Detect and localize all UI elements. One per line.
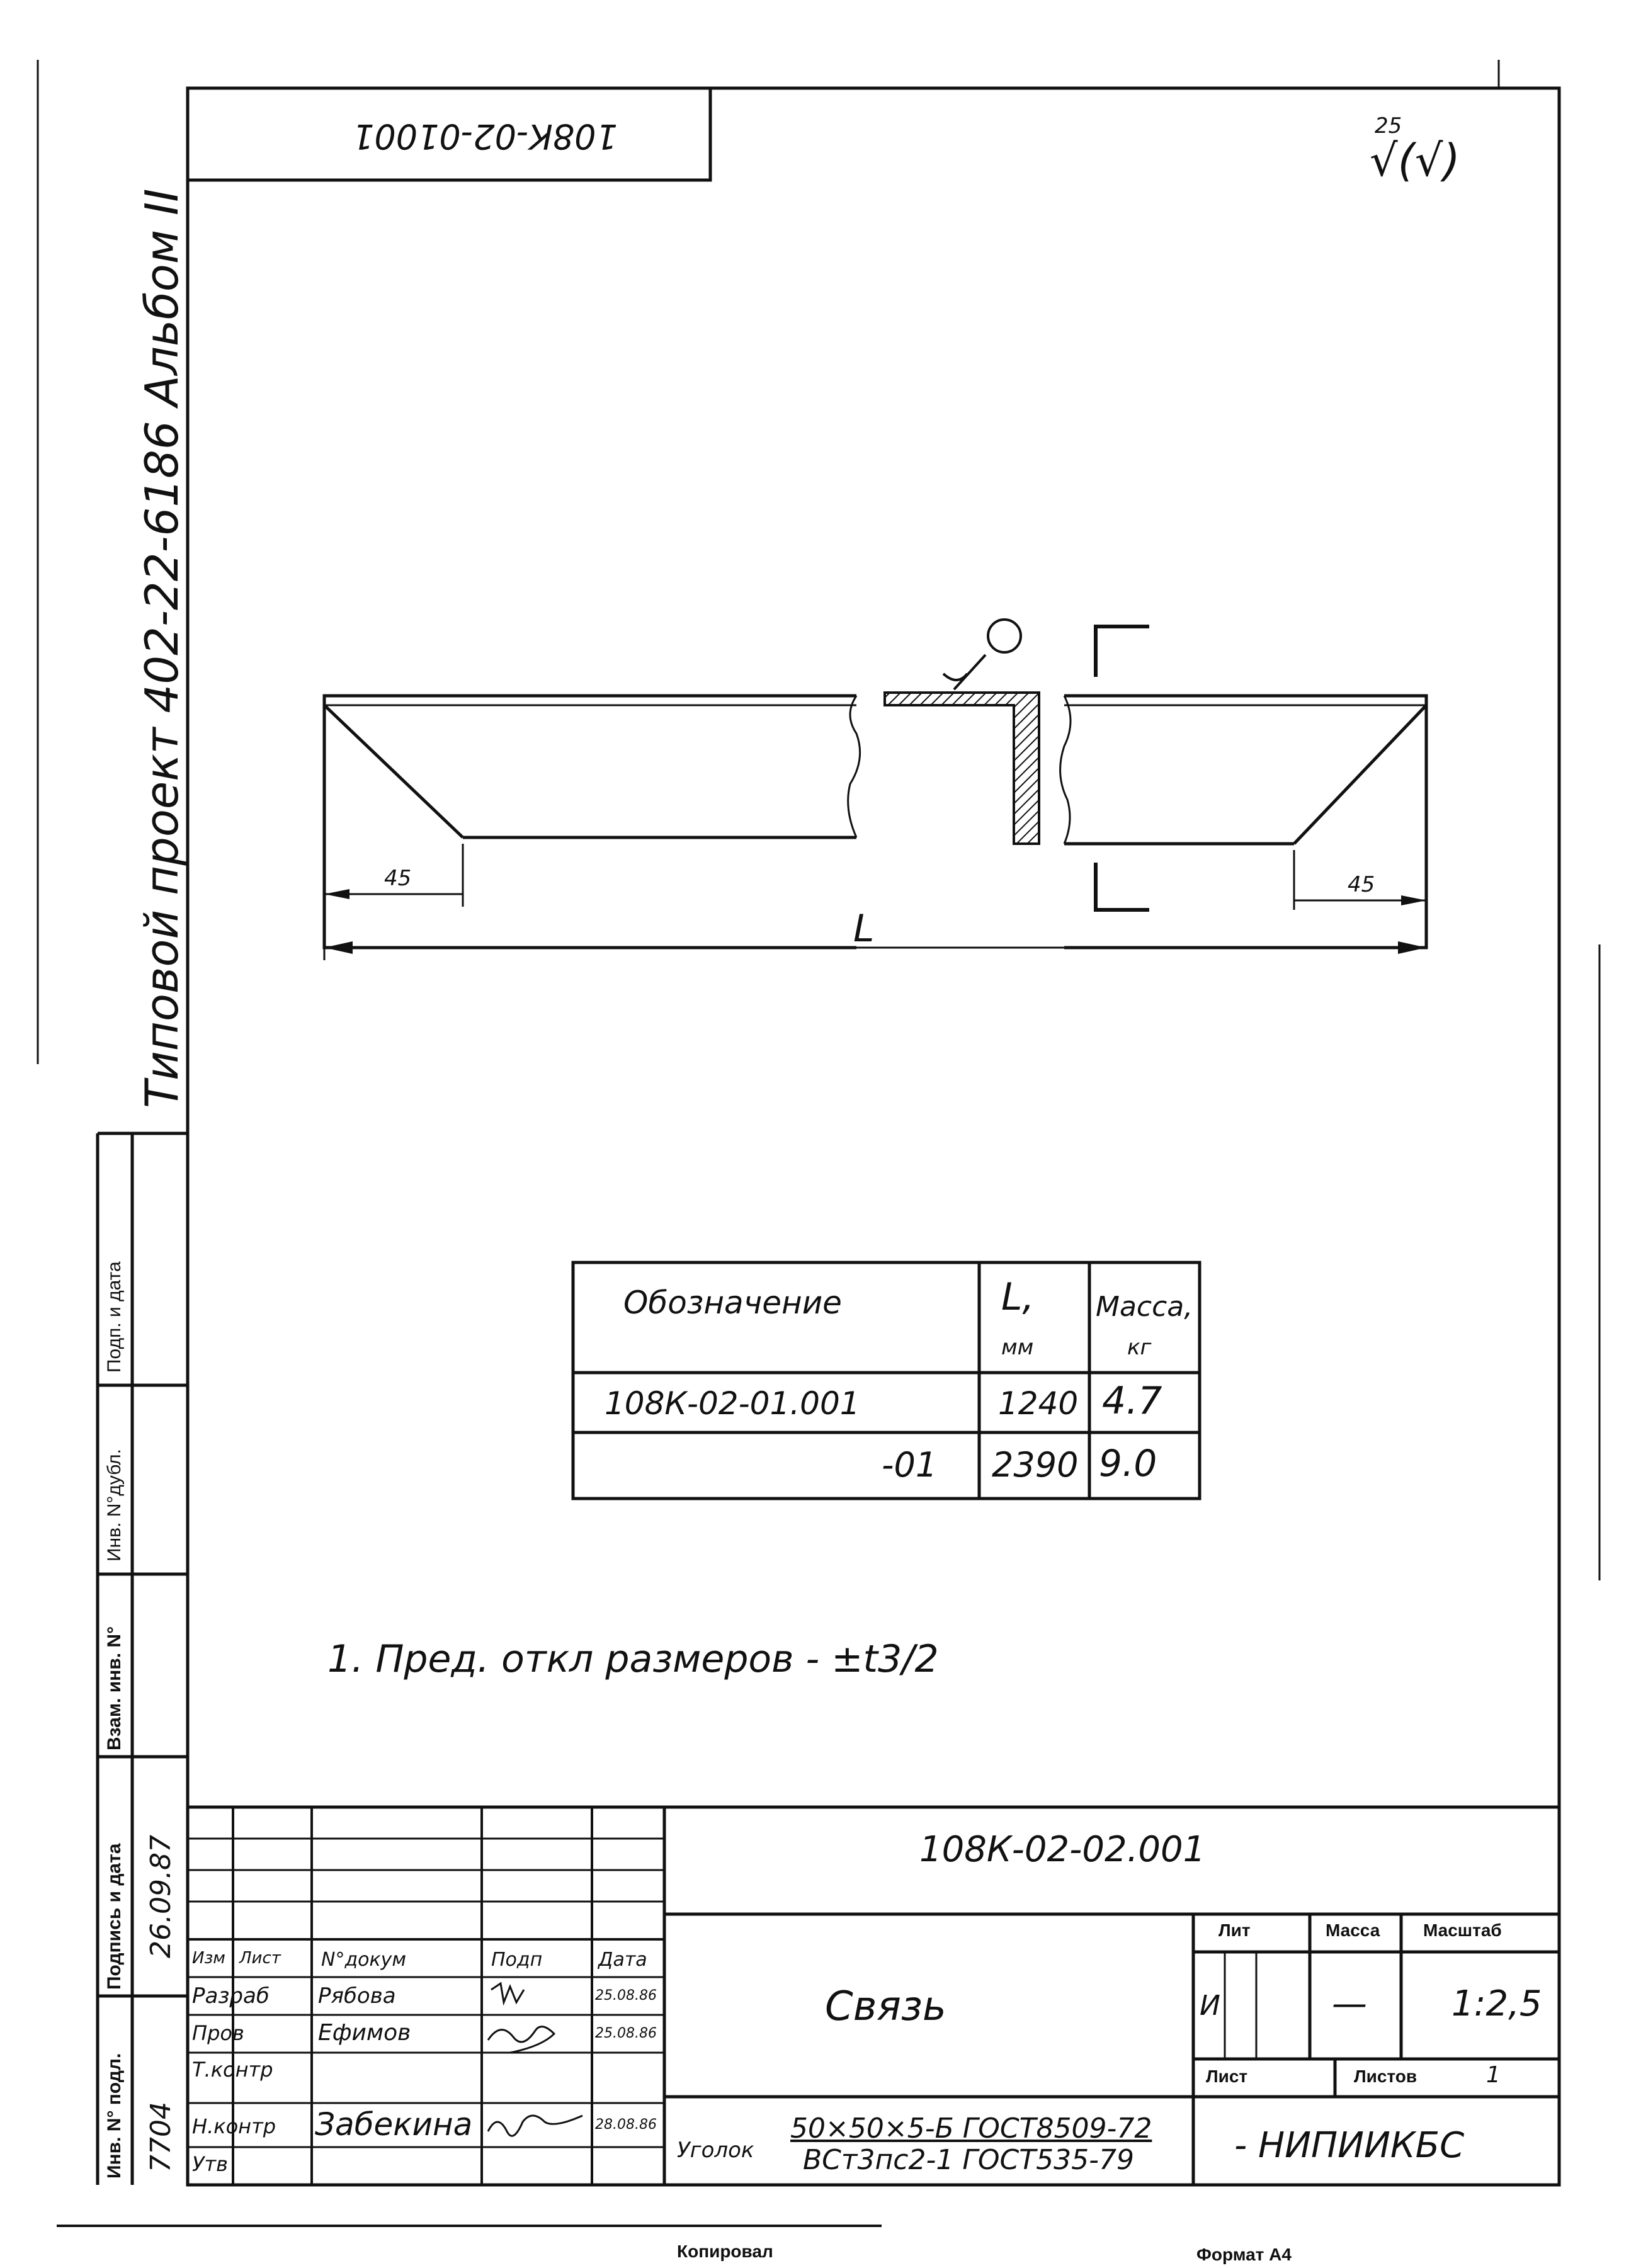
sig-header-izm: Изм	[192, 1949, 225, 1968]
organization: - НИПИИКБС	[1234, 2125, 1465, 2166]
lit-value: И	[1200, 1990, 1220, 2022]
dim-right: 45	[1348, 872, 1375, 897]
sig-header-list: Лист	[239, 1949, 281, 1968]
doc-number: 108К-02-02.001	[919, 1829, 1206, 1870]
table-row-1-designation: 108К-02-01.001	[605, 1385, 860, 1422]
sheet-frame	[186, 86, 1561, 2187]
sig-row-2-role: Пров	[192, 2021, 244, 2045]
material-line-2: ВСт3пс2-1 ГОСТ535-79	[803, 2144, 1134, 2176]
table-header-length: L,	[1001, 1275, 1035, 1319]
roughness-value: 25	[1375, 113, 1402, 139]
material-line-1: 50×50×5-Б ГОСТ8509-72	[790, 2112, 1152, 2145]
sig-row-3-role: Т.контр	[192, 2058, 273, 2082]
side-label-inv-podl: Инв. N° подл.	[104, 2053, 125, 2179]
header-sheet: Лист	[1206, 2067, 1248, 2086]
side-inv-number: 7704	[145, 2102, 177, 2172]
sig-row-2-name: Ефимов	[318, 2020, 411, 2046]
header-masshtab: Масштаб	[1423, 1920, 1502, 1940]
dim-length: L	[853, 907, 875, 951]
material-prefix: Уголок	[677, 2138, 754, 2163]
sig-row-2-date: 25.08.86	[595, 2026, 657, 2041]
table-row-1-length: 1240	[998, 1385, 1079, 1422]
surface-roughness: 25 √(√)	[1370, 113, 1514, 183]
header-lit: Лит	[1218, 1920, 1251, 1940]
footer-copied: Копировал	[677, 2242, 773, 2261]
side-label-inv-dubl: Инв. N°дубл.	[104, 1449, 125, 1562]
sig-row-1-name: Рябова	[318, 1983, 396, 2009]
table-header-designation: Обозначение	[623, 1284, 842, 1321]
table-header-mass: Масса,	[1096, 1291, 1193, 1323]
sig-header-data: Дата	[598, 1949, 647, 1971]
table-header-length-unit: мм	[1001, 1335, 1034, 1360]
mass-value: —	[1332, 1983, 1367, 2024]
side-label-podp-data: Подп. и дата	[104, 1261, 125, 1373]
spec-table-frame	[571, 1261, 1201, 1500]
sig-row-1-role: Разраб	[192, 1983, 270, 2009]
tolerance-note: 1. Пред. откл размеров - ±t3/2	[327, 1637, 939, 1681]
header-sheets: Листов	[1354, 2067, 1417, 2086]
roughness-symbol: √(√)	[1370, 135, 1460, 186]
table-header-mass-unit: кг	[1127, 1335, 1152, 1360]
table-row-2-mass: 9.0	[1099, 1442, 1157, 1485]
footer-format: Формат А4	[1196, 2245, 1292, 2264]
table-row-2-length: 2390	[992, 1445, 1079, 1485]
sig-row-1-date: 25.08.86	[595, 1988, 657, 2004]
scale-value: 1:2,5	[1451, 1983, 1542, 2024]
header-massa: Масса	[1326, 1920, 1380, 1940]
sig-row-4-date: 28.08.86	[595, 2117, 657, 2133]
sig-row-4-role: Н.контр	[192, 2114, 276, 2138]
side-label-vzam: Взам. инв. N°	[104, 1626, 125, 1750]
angle-part-drawing	[322, 618, 1428, 960]
sig-row-5-role: Утв	[192, 2152, 228, 2176]
sheets-value: 1	[1486, 2062, 1501, 2088]
sig-header-podp: Подп	[491, 1949, 543, 1971]
part-title: Связь	[825, 1983, 946, 2030]
sig-row-4-name: Забекина	[315, 2106, 473, 2143]
dim-left: 45	[384, 866, 412, 891]
table-row-1-mass: 4.7	[1102, 1379, 1162, 1423]
side-sign-date: 26.09.87	[145, 1835, 177, 1958]
table-row-2-designation: -01	[882, 1445, 938, 1485]
side-label-podpis: Подпись и дата	[104, 1843, 125, 1990]
sig-header-ndokum: N°докум	[321, 1949, 407, 1971]
corner-stamp-box	[188, 88, 712, 182]
